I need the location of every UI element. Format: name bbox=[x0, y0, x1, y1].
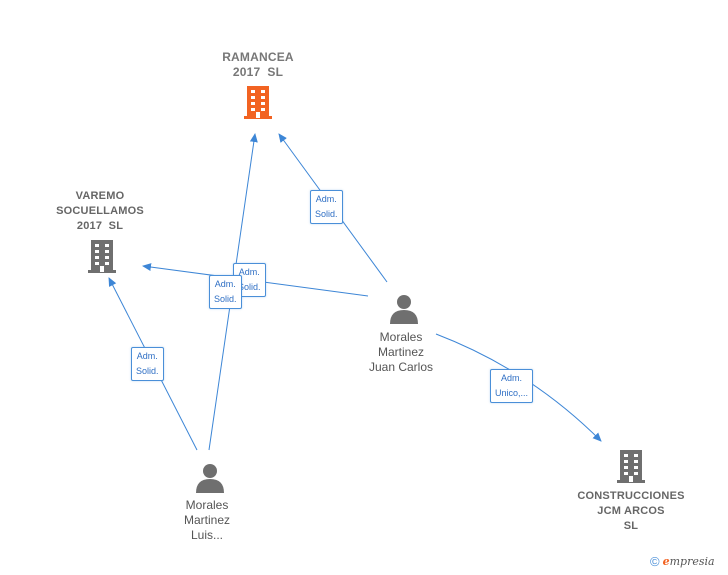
role-line: Adm. bbox=[315, 194, 337, 204]
copyright-icon: © bbox=[650, 554, 660, 569]
company-label-construcciones[interactable]: CONSTRUCCIONES JCM ARCOS SL bbox=[566, 489, 696, 534]
role-line: Solid. bbox=[136, 366, 159, 376]
company-name-line: VAREMO bbox=[75, 190, 125, 202]
person-name-line: Morales bbox=[185, 498, 229, 512]
company-label-ramancea[interactable]: RAMANCEA 2017 SL bbox=[198, 50, 318, 80]
person-name-line: Martinez bbox=[377, 345, 424, 359]
footer-brand: © empresia bbox=[650, 554, 715, 569]
person-icon[interactable] bbox=[196, 464, 224, 493]
person-name-line: Morales bbox=[379, 330, 423, 344]
role-badge-jc-construcciones[interactable]: Adm. Unico,... bbox=[490, 369, 534, 403]
role-line: Adm. bbox=[214, 279, 236, 289]
role-badge-jc-ramancea[interactable]: Adm. Solid. bbox=[310, 190, 343, 224]
role-line: Adm. bbox=[501, 373, 523, 383]
building-icon[interactable] bbox=[617, 450, 645, 483]
company-name-line: 2017 SL bbox=[232, 65, 284, 79]
role-badge-luis-varemo[interactable]: Adm. Solid. bbox=[131, 347, 164, 381]
role-badge-luis-ramancea[interactable]: Adm. Solid. bbox=[209, 275, 242, 309]
person-name-line: Juan Carlos bbox=[368, 360, 434, 374]
company-name-line: SOCUELLAMOS bbox=[56, 205, 144, 217]
company-name-line: JCM ARCOS bbox=[597, 505, 665, 517]
company-name-line: SL bbox=[623, 520, 639, 532]
brand-name: mpresia bbox=[669, 555, 715, 568]
person-icon[interactable] bbox=[390, 295, 418, 324]
brand-initial: e bbox=[662, 555, 670, 568]
company-label-varemo[interactable]: VAREMO SOCUELLAMOS 2017 SL bbox=[40, 189, 160, 234]
company-name-line: 2017 SL bbox=[76, 220, 124, 232]
person-name-line: Luis... bbox=[190, 528, 223, 542]
role-line: Solid. bbox=[214, 294, 237, 304]
person-name-line: Martinez bbox=[183, 513, 230, 527]
building-icon[interactable] bbox=[244, 86, 272, 119]
person-label-juan-carlos[interactable]: Morales Martinez Juan Carlos bbox=[351, 330, 451, 375]
building-icon[interactable] bbox=[88, 240, 116, 273]
role-line: Solid. bbox=[315, 209, 338, 219]
company-name-line: RAMANCEA bbox=[222, 50, 294, 64]
brand-logo[interactable]: empresia bbox=[663, 555, 715, 568]
role-line: Solid. bbox=[238, 282, 261, 292]
person-label-luis[interactable]: Morales Martinez Luis... bbox=[157, 498, 257, 543]
role-line: Adm. bbox=[136, 351, 158, 361]
role-line: Adm. bbox=[238, 267, 260, 277]
role-line: Unico,... bbox=[495, 388, 529, 398]
company-name-line: CONSTRUCCIONES bbox=[577, 490, 685, 502]
